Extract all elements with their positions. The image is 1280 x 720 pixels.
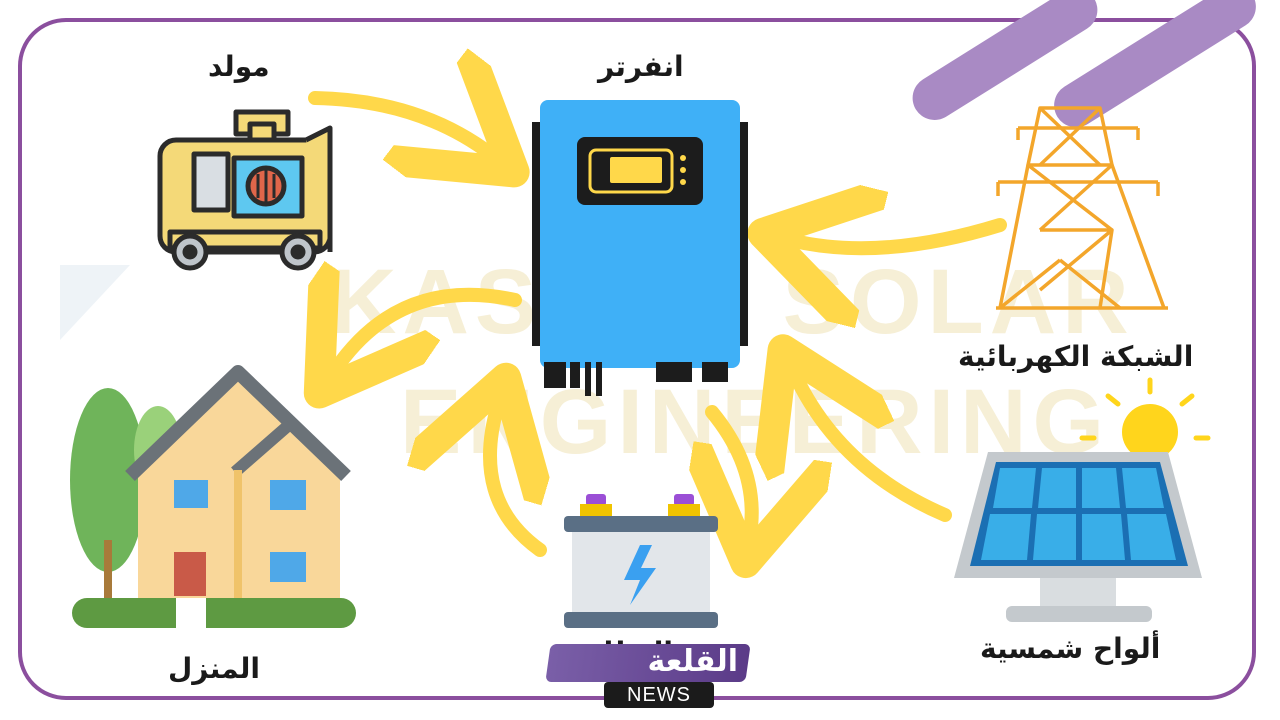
news-badge-arabic: القلعة	[647, 644, 738, 679]
arrow-inverter-to-home	[335, 295, 522, 370]
label-solar: ألواح شمسية	[980, 632, 1161, 665]
sun-icon	[1079, 377, 1211, 460]
house-icon	[70, 365, 356, 628]
news-badge-bottom: NEWS	[604, 682, 714, 708]
news-badge-english: NEWS	[627, 684, 691, 706]
arrow-solar-to-inverter	[795, 375, 952, 522]
label-inverter: انفرتر	[598, 50, 684, 83]
arrow-grid-to-inverter	[790, 225, 1007, 248]
arrow-battery-to-inverter	[490, 405, 540, 557]
solar-panel-icon	[954, 452, 1202, 622]
news-badge: القلعة NEWS	[545, 636, 760, 712]
watermark-shape	[60, 265, 130, 340]
battery-icon	[564, 494, 718, 628]
inverter-icon	[532, 100, 748, 396]
label-home: المنزل	[168, 652, 261, 685]
generator-icon	[157, 109, 333, 271]
label-generator: مولد	[208, 50, 270, 83]
power-tower-icon	[996, 106, 1168, 310]
label-grid: الشبكة الكهربائية	[958, 340, 1194, 373]
arrow-inverter-to-battery	[712, 405, 752, 535]
arrow-generator-to-inverter	[308, 98, 492, 155]
